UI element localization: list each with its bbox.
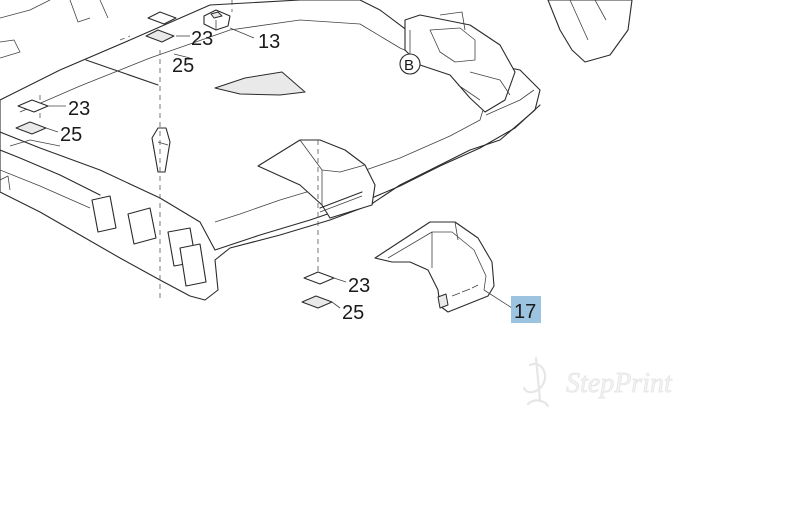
- callout-17: 17: [514, 301, 536, 323]
- watermark: StepPrint: [522, 356, 673, 408]
- pads: [15, 11, 335, 309]
- callout-23-middle: 23: [68, 98, 90, 120]
- cover-part-17: [374, 221, 495, 313]
- top-right-part: [547, 0, 633, 63]
- clip-part-13: [203, 9, 231, 31]
- callout-13: 13: [258, 31, 280, 53]
- watermark-text: StepPrint: [566, 368, 673, 399]
- callout-23-lower: 23: [348, 275, 370, 297]
- callout-25-lower: 25: [342, 302, 364, 324]
- watermark-logo-icon: [522, 356, 550, 408]
- leader-lines: [45, 27, 513, 309]
- callout-labels: 23 25 13 23 25 23 25 17 B: [60, 28, 541, 324]
- callout-b-circle: [399, 53, 421, 75]
- callout-23-upper: 23: [191, 28, 213, 50]
- callout-17-highlight: [511, 296, 541, 323]
- base-tray: [0, 0, 541, 301]
- callout-b: B: [404, 57, 414, 74]
- callout-25-middle: 25: [60, 124, 82, 146]
- callout-25-upper: 25: [172, 55, 194, 77]
